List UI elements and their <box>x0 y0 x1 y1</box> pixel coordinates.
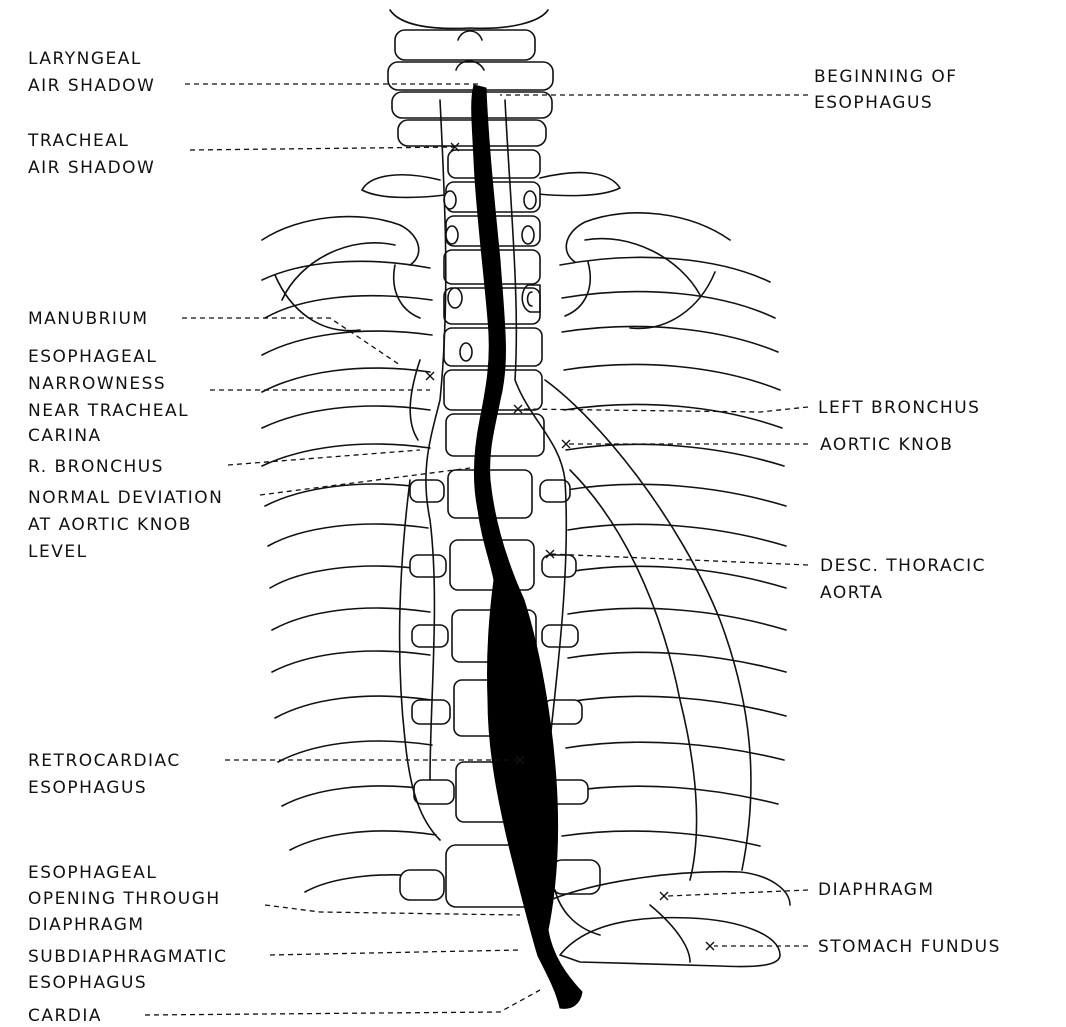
label-r-bronchus: R. BRONCHUS <box>28 457 164 477</box>
label-esophageal-opening: ESOPHAGEAL OPENING THROUGH DIAPHRAGM <box>28 863 228 935</box>
label-retrocardiac-esophagus: RETROCARDIAC ESOPHAGUS <box>28 751 188 798</box>
label-esophageal-narrowness: ESOPHAGEAL NARROWNESS NEAR TRACHEAL CARI… <box>28 347 196 446</box>
labels-right: BEGINNING OF ESOPHAGUS LEFT BRONCHUS AOR… <box>814 67 1001 957</box>
labels-left: LARYNGEAL AIR SHADOW TRACHEAL AIR SHADOW… <box>27 49 234 1026</box>
ribs-left <box>262 261 438 892</box>
label-subdiaphragmatic-esophagus: SUBDIAPHRAGMATIC ESOPHAGUS <box>28 947 234 993</box>
label-normal-deviation: NORMAL DEVIATION AT AORTIC KNOB LEVEL <box>28 488 230 562</box>
ribs-right <box>560 257 786 846</box>
label-desc-thoracic-aorta: DESC. THORACIC AORTA <box>820 556 993 603</box>
label-stomach-fundus: STOMACH FUNDUS <box>818 937 1001 957</box>
label-laryngeal-air-shadow: LARYNGEAL AIR SHADOW <box>28 49 155 96</box>
label-cardia: CARDIA <box>28 1006 102 1026</box>
label-aortic-knob: AORTIC KNOB <box>820 435 953 455</box>
cervical-vertebrae <box>388 10 553 146</box>
label-left-bronchus: LEFT BRONCHUS <box>818 398 980 418</box>
label-tracheal-air-shadow: TRACHEAL AIR SHADOW <box>27 131 155 178</box>
label-manubrium: MANUBRIUM <box>28 309 149 329</box>
label-beginning-of-esophagus: BEGINNING OF ESOPHAGUS <box>814 67 964 113</box>
label-diaphragm: DIAPHRAGM <box>818 880 935 900</box>
